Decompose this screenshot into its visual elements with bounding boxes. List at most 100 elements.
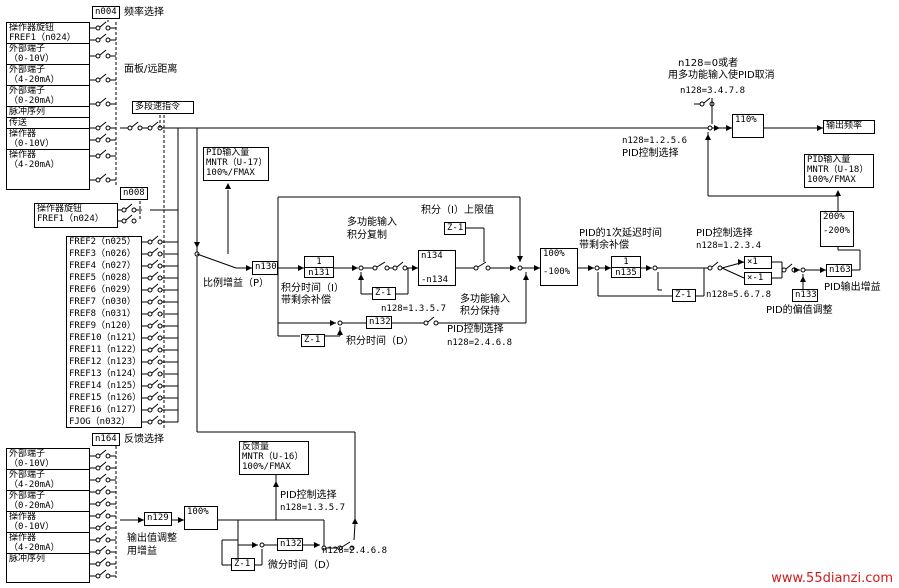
switch-contact xyxy=(147,395,153,401)
pid-select-right-1: PID控制选择 xyxy=(696,228,753,239)
mf-integral-copy-1: 多功能输入 xyxy=(347,217,397,228)
switch-contact xyxy=(105,177,111,183)
wire xyxy=(341,541,351,548)
wire xyxy=(99,545,107,552)
source-fref1: FREF1（n024） xyxy=(7,33,89,44)
param-n004: n004 xyxy=(92,6,120,19)
limiter-110: 110% xyxy=(732,114,764,138)
arrow-head xyxy=(835,190,841,196)
switch-contact xyxy=(95,453,101,459)
wire xyxy=(151,331,159,338)
switch-contact xyxy=(473,265,479,271)
fb-operator-4-20ma-range: （4-20mA） xyxy=(7,543,89,554)
fref-item: FREF13（n124） xyxy=(69,369,142,379)
source-knob: 操作器旋钮 xyxy=(9,23,55,33)
switch-contact xyxy=(147,383,153,389)
gain-x1: ×1 xyxy=(744,256,772,269)
source-ext-0-10v-range: （0-10V） xyxy=(7,54,89,65)
gain-xm1: ×-1 xyxy=(744,272,772,285)
switch-contact xyxy=(147,263,153,269)
switch-contact xyxy=(105,25,111,31)
n008-knob: 操作器旋钮 xyxy=(37,204,83,214)
switch-contact xyxy=(105,501,111,507)
fb-operator-0-10v: 操作器 xyxy=(9,512,37,522)
output-frequency-box: 输出频率 xyxy=(823,120,875,134)
switch-contact xyxy=(105,465,111,471)
switch-contact xyxy=(95,573,101,579)
wire xyxy=(99,97,107,104)
pid-select-right-2: n128=1.2.3.4 xyxy=(696,241,762,251)
arrow-head xyxy=(510,265,516,271)
wire xyxy=(99,149,107,156)
n128-1357-mid: n128=1.3.5.7 xyxy=(381,304,447,314)
source-transfer: 传送 xyxy=(7,118,89,129)
switch-contact xyxy=(147,371,153,377)
fb-ext-0-10v-range: （0-10V） xyxy=(7,459,89,470)
wire xyxy=(721,267,745,279)
fref-item: FREF11（n122） xyxy=(69,345,142,355)
arrow-head xyxy=(352,265,358,271)
switch-contact xyxy=(95,489,101,495)
fref-item: FREF5（n028） xyxy=(69,273,136,283)
switch-contact xyxy=(147,419,153,425)
switch-contact xyxy=(147,407,153,413)
switch-contact xyxy=(147,335,153,341)
arrow-head xyxy=(738,259,744,265)
wire xyxy=(151,391,159,398)
switch-contact xyxy=(95,177,101,183)
limiter-100: 100%-100% xyxy=(540,248,578,286)
fref-item: FREF15（n126） xyxy=(69,393,142,403)
switch-contact xyxy=(402,265,408,271)
z1-delay: Z-1 xyxy=(672,289,696,302)
switch-contact xyxy=(781,267,787,273)
fb-pulse-train: 脉冲序列 xyxy=(9,554,46,564)
switch-contact xyxy=(105,77,111,83)
switch-contact xyxy=(95,25,101,31)
source-operator-4-20ma: 操作器 xyxy=(9,150,37,160)
switch-contact xyxy=(95,153,101,159)
switch-contact xyxy=(121,218,127,224)
switch-contact xyxy=(157,347,163,353)
switch-contact xyxy=(147,275,153,281)
n008-source-list: 操作器旋钮 FREF1（n024） xyxy=(34,203,118,228)
switch-contact xyxy=(392,265,398,271)
pid-cancel-line2: 用多功能输入使PID取消 xyxy=(668,70,775,81)
pid-select-bottom-2: n128=1.3.5.7 xyxy=(280,503,346,513)
switch-contact xyxy=(157,371,163,377)
watermark: www.55dianzi.com xyxy=(771,571,893,586)
param-n132-bottom: n132 xyxy=(277,538,303,551)
switch-contact xyxy=(157,335,163,341)
switch-contact xyxy=(131,218,137,224)
fref-item: FJOG（n032） xyxy=(69,417,131,427)
wire xyxy=(785,263,793,270)
summing-point xyxy=(800,267,806,273)
switch-contact xyxy=(147,347,153,353)
pid-select-bottom-1: PID控制选择 xyxy=(280,490,337,501)
switch-contact xyxy=(95,125,101,131)
wire xyxy=(99,33,107,40)
source-operator-0-10v: 操作器 xyxy=(9,129,37,139)
switch-contact xyxy=(147,323,153,329)
fref-item: FREF14（n125） xyxy=(69,381,142,391)
switch-contact xyxy=(105,37,111,43)
wire xyxy=(99,473,107,480)
arrow-head xyxy=(330,320,336,326)
wire xyxy=(196,253,237,269)
arrow-head xyxy=(194,242,200,248)
fb-operator-4-20ma: 操作器 xyxy=(9,533,37,543)
multi-speed-box: 多段速指令 xyxy=(132,101,194,114)
source-ext-0-10v: 外部端子 xyxy=(9,44,46,54)
fref-item: FREF9（n120） xyxy=(69,321,136,331)
wire xyxy=(99,449,107,456)
switch-contact xyxy=(105,137,111,143)
switch-contact xyxy=(105,537,111,543)
arrow-head xyxy=(646,265,652,271)
arrow-head xyxy=(314,542,320,548)
pid-select-top-line2: PID控制选择 xyxy=(622,148,679,159)
fref-list: FREF2（n025）FREF3（n026）FREF4（n027）FREF5（n… xyxy=(66,236,142,428)
wire xyxy=(99,133,107,140)
param-n129: n129 xyxy=(144,512,172,526)
freq-select-label: 频率选择 xyxy=(124,7,164,18)
